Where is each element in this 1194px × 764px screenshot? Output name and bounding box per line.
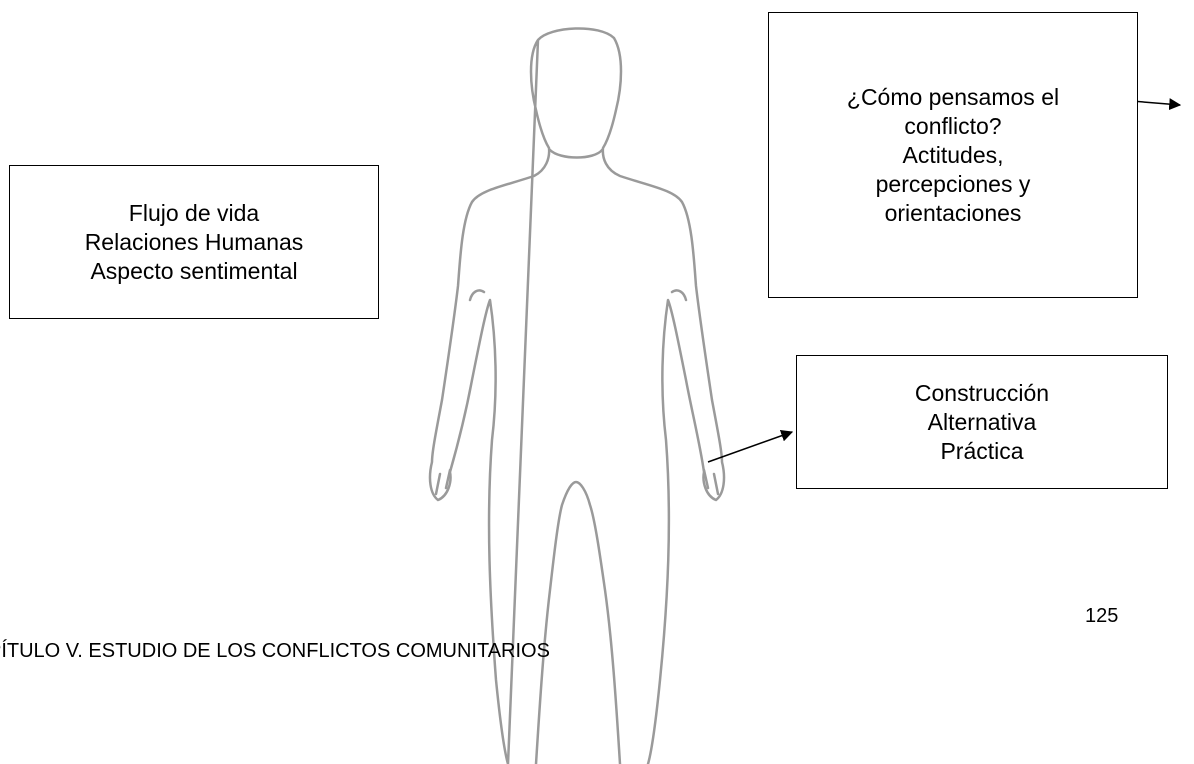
box-line: Aspecto sentimental [90,257,298,284]
box-line: conflicto? [904,112,1002,139]
chapter-footer: PÍTULO V. ESTUDIO DE LOS CONFLICTOS COMU… [0,640,550,662]
box-line: ¿Cómo pensamos el [846,83,1060,110]
box-line: Práctica [940,437,1024,464]
flujo-de-vida-box: Flujo de vida Relaciones Humanas Aspecto… [9,165,379,319]
box-line: orientaciones [884,199,1022,226]
human-body-outline [428,27,726,764]
construccion-alternativa-box: Construcción Alternativa Práctica [796,355,1168,489]
arrow-hand-to-construccion [707,429,794,463]
page-number: 125 [1085,605,1119,627]
box-line: Construcción [914,379,1050,406]
box-line: Relaciones Humanas [84,228,304,255]
box-line: Alternativa [927,408,1037,435]
box-line: percepciones y [875,170,1031,197]
box-line: Actitudes, [902,141,1004,168]
box-line: Flujo de vida [128,199,260,226]
como-pensamos-conflicto-box: ¿Cómo pensamos el conflicto? Actitudes, … [768,12,1138,298]
